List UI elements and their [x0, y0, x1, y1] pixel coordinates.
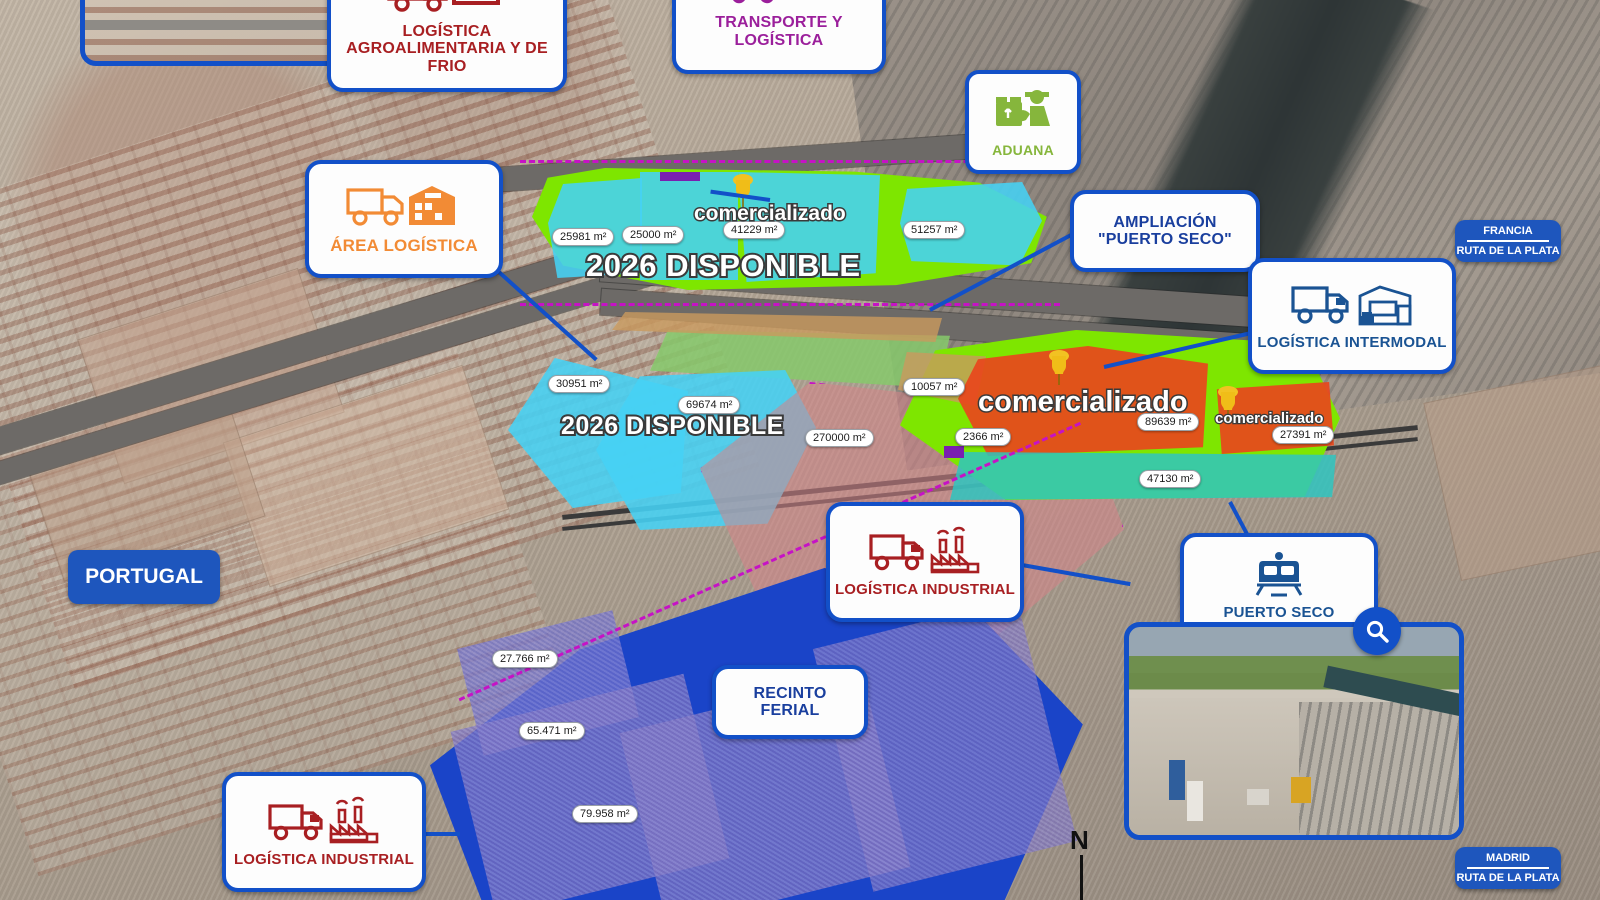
callout-recinto-ferial[interactable]: RECINTO FERIAL	[712, 665, 868, 739]
parcel-purple-marker	[660, 172, 700, 181]
label-francia-line2: RUTA DE LA PLATA	[1456, 245, 1560, 257]
availability-banner: 2026 DISPONIBLE	[584, 246, 862, 285]
callout-label: RECINTO FERIAL	[753, 685, 826, 720]
label-madrid[interactable]: MADRID RUTA DE LA PLATA	[1455, 847, 1561, 889]
truck-warehouse-icon	[346, 185, 455, 226]
callout-logistica-agroalimentaria[interactable]: LOGÍSTICA AGROALIMENTARIA Y DE FRIO	[327, 0, 567, 92]
callout-label-line: AGROALIMENTARIA Y DE FRIO	[346, 40, 548, 75]
label-madrid-line1: MADRID	[1486, 852, 1530, 864]
photo-detail	[1169, 760, 1185, 801]
parcel-area-chip[interactable]: 69674 m²	[678, 396, 741, 414]
photo-detail	[1187, 780, 1203, 821]
divider	[1466, 867, 1550, 869]
callout-label-line: ADUANA	[992, 141, 1054, 158]
callout-label: LOGÍSTICA INTERMODAL	[1257, 335, 1446, 351]
photo-detail	[1299, 701, 1459, 835]
map-pin-icon	[1218, 386, 1238, 421]
truck-factory-icon	[268, 796, 379, 844]
north-compass-label: N	[1070, 825, 1089, 855]
callout-label-line: "PUERTO SECO"	[1098, 231, 1232, 248]
parcel-area-chip[interactable]: 30951 m²	[548, 375, 611, 393]
callout-aduana[interactable]: ADUANA	[965, 70, 1081, 174]
callout-logistica-industrial-suroeste[interactable]: LOGÍSTICA INDUSTRIAL	[222, 772, 426, 892]
label-francia-line1: FRANCIA	[1483, 225, 1533, 237]
label-francia[interactable]: FRANCIA RUTA DE LA PLATA	[1455, 220, 1561, 262]
callout-label-line: PUERTO SECO	[1223, 603, 1335, 621]
sold-label: comercializado	[693, 201, 848, 227]
parcel-purple-marker	[944, 446, 964, 458]
parcel-area-chip[interactable]: 89639 m²	[1137, 413, 1200, 431]
callout-label-line: LOGÍSTICA INDUSTRIAL	[834, 580, 1016, 598]
truck-warehouse-icon	[1291, 285, 1412, 326]
search-button[interactable]	[1353, 607, 1401, 655]
callout-label: LOGÍSTICA INDUSTRIAL	[233, 850, 415, 868]
north-compass-needle	[1080, 855, 1083, 900]
truck-boxes-icon	[732, 0, 831, 4]
callout-label-line: FERIAL	[760, 702, 820, 719]
parcel-area-chip[interactable]: 79.958 m²	[572, 805, 638, 823]
label-portugal-text: PORTUGAL	[85, 565, 203, 588]
parcel-area-chip[interactable]: 65.471 m²	[519, 722, 585, 740]
parcel-area-chip[interactable]: 10057 m²	[903, 378, 966, 396]
callout-label-line: LOGÍSTICA INTERMODAL	[1257, 334, 1447, 352]
photo-detail	[1247, 789, 1269, 806]
parcel-area-chip[interactable]: 27391 m²	[1272, 426, 1335, 444]
parcel-area-chip[interactable]: 47130 m²	[1139, 470, 1202, 488]
callout-label-line: LOGÍSTICA INDUSTRIAL	[233, 850, 415, 868]
parcel-area-chip[interactable]: 25000 m²	[622, 226, 685, 244]
callout-label: AMPLIACIÓN "PUERTO SECO"	[1098, 214, 1232, 249]
availability-banner: 2026 DISPONIBLE	[559, 410, 785, 442]
leader-line	[400, 832, 460, 836]
callout-label-line: RECINTO	[753, 684, 827, 702]
parcel-area-chip[interactable]: 51257 m²	[903, 221, 966, 239]
callout-label-line: AMPLIACIÓN	[1113, 213, 1217, 231]
callout-logistica-industrial-centro[interactable]: LOGÍSTICA INDUSTRIAL	[826, 502, 1024, 622]
callout-ampliacion-puerto-seco[interactable]: AMPLIACIÓN "PUERTO SECO"	[1070, 190, 1260, 272]
callout-label-line: LOGÍSTICA	[734, 31, 824, 49]
truck-warehouse-icon	[387, 0, 500, 12]
magnifier-icon	[1366, 620, 1389, 643]
callout-transporte-logistica[interactable]: TRANSPORTE Y LOGÍSTICA	[672, 0, 886, 74]
customs-officer-icon	[996, 89, 1050, 126]
photo-inset-puerto-seco[interactable]	[1124, 622, 1464, 840]
map-pin-icon	[1049, 350, 1069, 385]
label-portugal[interactable]: PORTUGAL	[68, 550, 220, 604]
photo-detail	[1291, 776, 1311, 803]
callout-label: ADUANA	[992, 141, 1054, 158]
callout-logistica-intermodal[interactable]: LOGÍSTICA INTERMODAL	[1248, 258, 1456, 374]
callout-label-line: LOGÍSTICA	[402, 23, 492, 41]
callout-puerto-seco[interactable]: PUERTO SECO	[1180, 533, 1378, 639]
divider	[1466, 240, 1550, 242]
parcel-area-chip[interactable]: 2366 m²	[955, 428, 1012, 446]
parcel-area-chip[interactable]: 27.766 m²	[492, 650, 558, 668]
callout-label: ÁREA LOGÍSTICA	[330, 235, 478, 255]
truck-factory-icon	[869, 526, 980, 574]
label-madrid-line2: RUTA DE LA PLATA	[1456, 872, 1560, 884]
sold-label: comercializado	[977, 385, 1190, 420]
callout-label-line: ÁREA LOGÍSTICA	[330, 235, 478, 255]
callout-label-line: TRANSPORTE Y	[715, 14, 843, 32]
photo-detail	[85, 20, 347, 31]
parcel-area-chip[interactable]: 41229 m²	[723, 221, 786, 239]
parcel-area-chip[interactable]: 25981 m²	[552, 228, 615, 246]
boundary-dashed	[520, 160, 1060, 306]
photo-inset-north[interactable]	[80, 0, 352, 66]
callout-area-logistica[interactable]: ÁREA LOGÍSTICA	[305, 160, 503, 278]
train-icon	[1255, 551, 1303, 597]
sold-label: comercializado	[1214, 409, 1325, 429]
callout-label: LOGÍSTICA AGROALIMENTARIA Y DE FRIO	[331, 23, 563, 75]
parcel-area-chip[interactable]: 270000 m²	[805, 429, 874, 447]
callout-label: PUERTO SECO	[1223, 603, 1335, 621]
callout-label: LOGÍSTICA INDUSTRIAL	[834, 580, 1016, 598]
callout-label: TRANSPORTE Y LOGÍSTICA	[715, 14, 842, 49]
